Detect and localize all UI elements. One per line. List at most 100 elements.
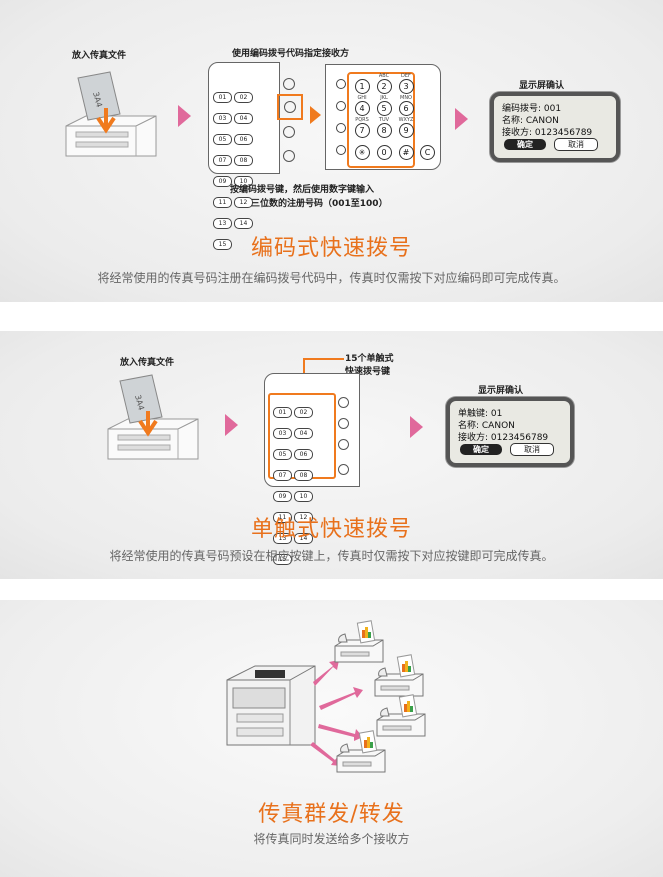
- side-key[interactable]: [336, 101, 346, 111]
- onetouch-key[interactable]: 05: [273, 449, 292, 460]
- onetouch-key[interactable]: 01: [213, 92, 232, 103]
- onetouch-key[interactable]: 08: [294, 470, 313, 481]
- key-letters: WXYZ: [398, 117, 414, 123]
- panel-title: 传真群发/转发: [258, 802, 405, 827]
- onetouch-key[interactable]: 07: [273, 470, 292, 481]
- onetouch-key[interactable]: 12: [234, 197, 253, 208]
- function-buttons: [277, 74, 303, 162]
- onetouch-key[interactable]: 05: [213, 134, 232, 145]
- panel-title: 单触式快速拨号: [250, 517, 412, 542]
- document-text: 3A4: [91, 91, 104, 108]
- function-button[interactable]: [283, 126, 295, 138]
- key-digit: 8: [376, 123, 392, 138]
- onetouch-key[interactable]: 01: [273, 407, 292, 418]
- onetouch-key[interactable]: 08: [234, 155, 253, 166]
- arrow-right-icon: [455, 108, 468, 130]
- onetouch-key[interactable]: 06: [234, 134, 253, 145]
- onetouch-key[interactable]: 11: [213, 197, 232, 208]
- key-letters: TUV: [378, 117, 390, 123]
- ok-button[interactable]: 确定: [460, 444, 502, 455]
- onetouch-key[interactable]: 13: [273, 533, 292, 544]
- keypad-caption: 使用编码拨号代码指定接收方: [232, 49, 350, 59]
- function-button[interactable]: [283, 150, 295, 162]
- ok-button[interactable]: 确定: [504, 139, 546, 150]
- function-button[interactable]: [338, 464, 349, 475]
- onetouch-key[interactable]: 14: [294, 533, 313, 544]
- lcd-screen: 编码拨号: 001 名称: CANON 接收方: 0123456789 确定 取…: [490, 92, 620, 162]
- cancel-button[interactable]: 取消: [510, 443, 554, 456]
- broadcast-panel: 传真群发/转发 将传真同时发送给多个接收方: [0, 600, 663, 877]
- onetouch-key[interactable]: 15: [273, 554, 292, 565]
- key-digit: 1: [354, 79, 370, 94]
- onetouch-key[interactable]: 10: [234, 176, 253, 187]
- fax-machine-illustration: 3A4: [65, 71, 157, 157]
- key-letters: ABC: [378, 73, 390, 79]
- onetouch-key[interactable]: 06: [294, 449, 313, 460]
- keypad-key[interactable]: 0: [374, 139, 394, 161]
- place-doc-label: 放入传真文件: [120, 358, 175, 368]
- keypad-key[interactable]: #: [396, 139, 416, 161]
- onetouch-key[interactable]: 09: [213, 176, 232, 187]
- place-doc-label: 放入传真文件: [72, 51, 127, 61]
- keypad-highlight: [347, 72, 415, 168]
- function-button[interactable]: [283, 78, 295, 90]
- panel-description: 将传真同时发送给多个接收方: [253, 832, 410, 846]
- onetouch-key[interactable]: 11: [273, 512, 292, 523]
- screen-line: 接收方: 0123456789: [502, 128, 593, 138]
- onetouch-key[interactable]: 02: [294, 407, 313, 418]
- onetouch-key[interactable]: 12: [294, 512, 313, 523]
- receiving-fax-icon: [334, 620, 384, 663]
- printer-icon: [226, 665, 316, 746]
- fax-machine-illustration: 3A4: [107, 374, 199, 460]
- receiving-fax-icon: [376, 694, 426, 737]
- key-digit: 4: [354, 101, 370, 116]
- callout-label: 快速拨号键: [345, 367, 391, 377]
- function-button[interactable]: [338, 439, 349, 450]
- screen-line: 单触键: 01: [458, 409, 503, 419]
- onetouch-key[interactable]: 04: [294, 428, 313, 439]
- onetouch-key[interactable]: 13: [213, 218, 232, 229]
- function-buttons: [338, 391, 352, 475]
- function-button[interactable]: [338, 418, 349, 429]
- callout-label: 15个单触式: [345, 354, 394, 364]
- screen-line: 名称: CANON: [458, 421, 515, 431]
- onetouch-key[interactable]: 03: [213, 113, 232, 124]
- receiving-fax-icon: [336, 730, 386, 773]
- onetouch-key[interactable]: 04: [234, 113, 253, 124]
- side-key[interactable]: [336, 79, 346, 89]
- key-digit: ✳: [354, 145, 370, 160]
- clear-key[interactable]: C: [420, 145, 435, 160]
- receiving-fax-icon: [374, 654, 424, 697]
- hint-line: 按编码拨号键，然后使用数字键输入: [230, 185, 375, 195]
- onetouch-key[interactable]: 02: [234, 92, 253, 103]
- key-digit: 3: [398, 79, 414, 94]
- onetouch-key[interactable]: 09: [273, 491, 292, 502]
- onetouch-key[interactable]: 14: [234, 218, 253, 229]
- coded-dial-button-highlight[interactable]: [277, 94, 303, 120]
- hint-line: 三位数的注册号码（001至100）: [251, 199, 388, 209]
- onetouch-key[interactable]: 07: [213, 155, 232, 166]
- key-digit: 7: [354, 123, 370, 138]
- arrow-right-icon: [310, 106, 321, 124]
- side-key[interactable]: [336, 123, 346, 133]
- keypad-key[interactable]: ✳: [352, 139, 372, 161]
- function-button[interactable]: [338, 397, 349, 408]
- side-key[interactable]: [336, 145, 346, 155]
- onetouch-key[interactable]: 15: [213, 239, 232, 250]
- cancel-button[interactable]: 取消: [554, 138, 598, 151]
- key-letters: DEF: [401, 73, 411, 79]
- onetouch-key[interactable]: 10: [294, 491, 313, 502]
- onetouch-key[interactable]: 03: [273, 428, 292, 439]
- keypad-key[interactable]: 1: [352, 73, 372, 95]
